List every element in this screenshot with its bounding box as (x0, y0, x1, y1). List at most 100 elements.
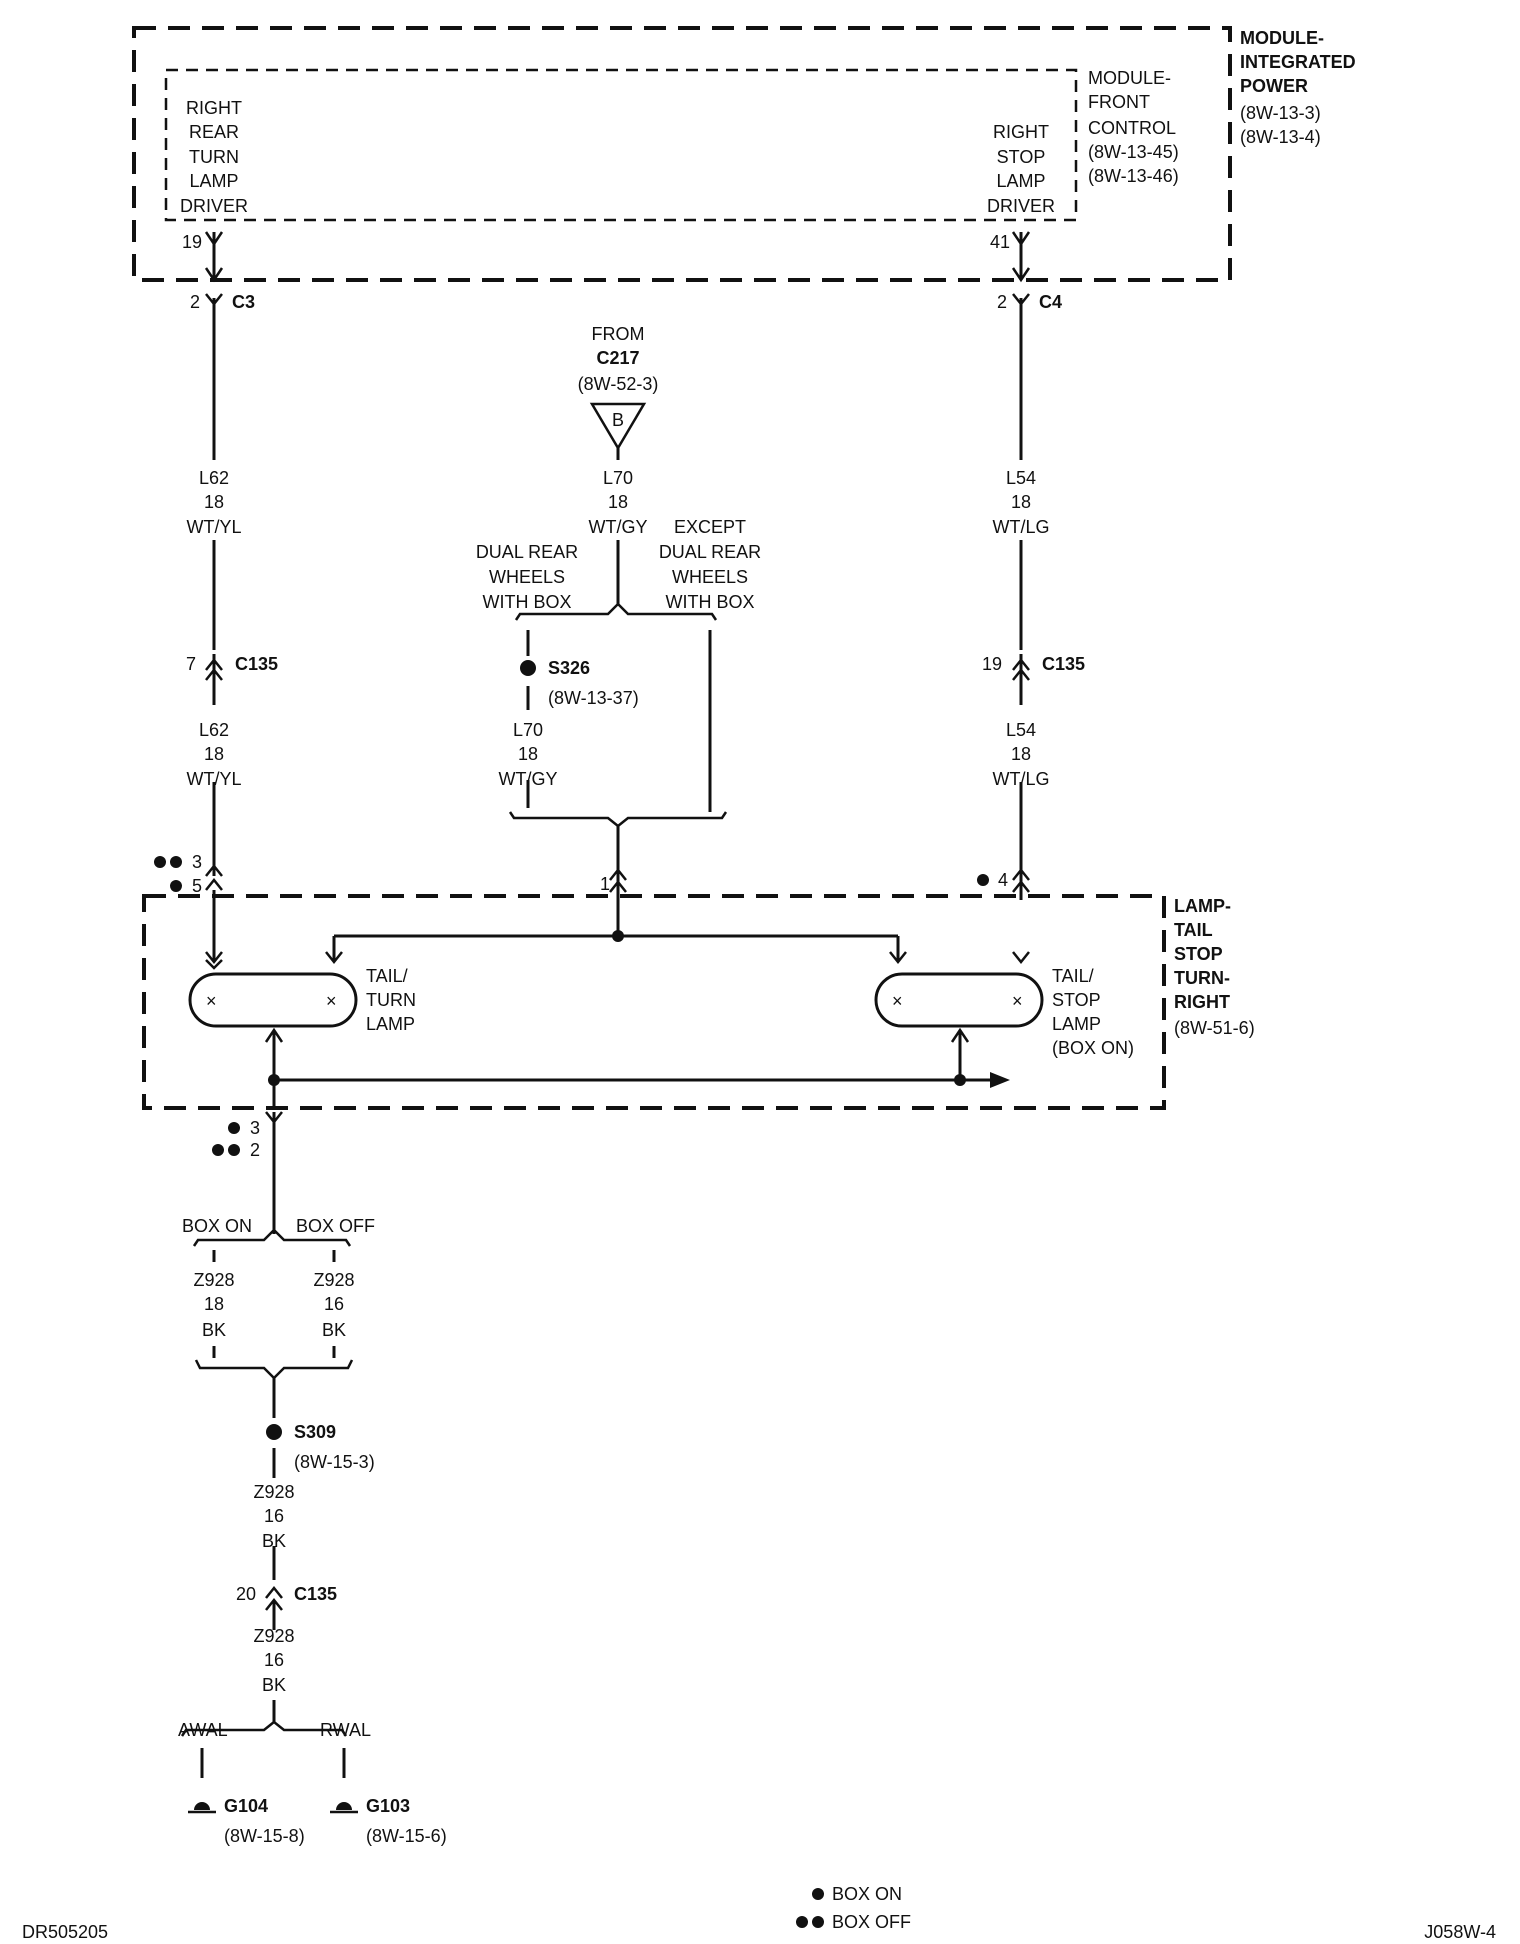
l54-top-label: L54 18 WT/LG (993, 468, 1050, 537)
ipm-title-2: INTEGRATED (1240, 52, 1356, 72)
svg-text:C217: C217 (596, 348, 639, 368)
dual-rear-wheels-label: DUAL REAR WHEELS WITH BOX (476, 542, 578, 612)
ipm-ref-1: (8W-13-3) (1240, 103, 1321, 123)
ipm-module-outline (132, 26, 1232, 282)
svg-text:LAMP: LAMP (366, 1014, 415, 1034)
svg-text:(8W-51-6): (8W-51-6) (1174, 1018, 1255, 1038)
svg-text:18: 18 (608, 492, 628, 512)
l70-bottom-label: L70 18 WT/GY (499, 720, 558, 789)
z928-low-label: Z928 16 BK (253, 1626, 294, 1695)
fcm-module-outline (164, 68, 1078, 222)
fcm-module-label: MODULE- FRONT CONTROL (8W-13-45) (8W-13-… (1088, 68, 1179, 186)
svg-text:DUAL REAR: DUAL REAR (659, 542, 761, 562)
s309-splice: S309 (8W-15-3) (266, 1422, 375, 1472)
c135-ground-label: C135 (294, 1584, 337, 1604)
fcm-ref-1: (8W-13-45) (1088, 142, 1179, 162)
tail-stop-lamp-bulb: × × (874, 972, 1044, 1028)
svg-text:18: 18 (1011, 744, 1031, 764)
z928-box-on-label: Z928 18 BK (193, 1270, 234, 1340)
svg-text:B: B (612, 410, 624, 430)
svg-text:L62: L62 (199, 720, 229, 740)
svg-text:18: 18 (204, 1294, 224, 1314)
l70-top-label: L70 18 WT/GY (589, 468, 648, 537)
svg-text:(8W-15-6): (8W-15-6) (366, 1826, 447, 1846)
svg-text:WITH BOX: WITH BOX (483, 592, 572, 612)
svg-text:WHEELS: WHEELS (672, 567, 748, 587)
svg-text:TURN-: TURN- (1174, 968, 1230, 988)
svg-text:TAIL/: TAIL/ (1052, 966, 1094, 986)
fcm-ref-2: (8W-13-46) (1088, 166, 1179, 186)
svg-text:WITH BOX: WITH BOX (666, 592, 755, 612)
svg-text:WT/LG: WT/LG (993, 769, 1050, 789)
svg-text:WHEELS: WHEELS (489, 567, 565, 587)
left-driver-4: LAMP (189, 171, 238, 191)
svg-text:(8W-52-3): (8W-52-3) (578, 374, 659, 394)
right-driver-3: LAMP (996, 171, 1045, 191)
left-driver-1: RIGHT (186, 98, 242, 118)
svg-text:L70: L70 (513, 720, 543, 740)
svg-text:WT/GY: WT/GY (589, 517, 648, 537)
l54-bottom-label: L54 18 WT/LG (993, 720, 1050, 789)
svg-text:Z928: Z928 (253, 1626, 294, 1646)
except-dual-rear-wheels-label: EXCEPT DUAL REAR WHEELS WITH BOX (659, 517, 761, 612)
middle-lamp-pin: 1 (600, 874, 610, 894)
svg-text:WT/LG: WT/LG (993, 517, 1050, 537)
ipm-ref-2: (8W-13-4) (1240, 127, 1321, 147)
fcm-title-2: FRONT (1088, 92, 1150, 112)
svg-text:LAMP: LAMP (1052, 1014, 1101, 1034)
svg-text:BK: BK (322, 1320, 346, 1340)
ground-pins: 3 2 (212, 1118, 260, 1160)
svg-text:G103: G103 (366, 1796, 410, 1816)
right-driver-label: RIGHT STOP LAMP DRIVER (987, 122, 1055, 216)
left-driver-5: DRIVER (180, 196, 248, 216)
legend: BOX ON BOX OFF (796, 1884, 911, 1932)
legend-box-on: BOX ON (832, 1884, 902, 1904)
c3-pin: 2 (190, 292, 200, 312)
c135-left-label: C135 (235, 654, 278, 674)
right-driver-4: DRIVER (987, 196, 1055, 216)
svg-text:TURN: TURN (366, 990, 416, 1010)
left-module-pin: 19 (182, 232, 202, 252)
tail-turn-lamp-bulb: × × (188, 972, 358, 1028)
svg-text:WT/GY: WT/GY (499, 769, 558, 789)
box-off-label: BOX OFF (296, 1216, 375, 1236)
svg-text:L62: L62 (199, 468, 229, 488)
s326-splice: S326 (8W-13-37) (520, 658, 639, 708)
g103-ground: G103 (8W-15-6) (330, 1796, 447, 1846)
svg-text:DUAL REAR: DUAL REAR (476, 542, 578, 562)
svg-text:L70: L70 (603, 468, 633, 488)
svg-text:WT/YL: WT/YL (186, 517, 241, 537)
svg-text:18: 18 (518, 744, 538, 764)
svg-text:3: 3 (192, 852, 202, 872)
rwal-label: RWAL (320, 1720, 371, 1740)
svg-text:×: × (1012, 991, 1023, 1011)
lamp-internal-wiring (205, 900, 1030, 1108)
svg-text:Z928: Z928 (253, 1482, 294, 1502)
z928-box-off-label: Z928 16 BK (313, 1270, 354, 1340)
ground-circuit-wire (180, 1111, 354, 1778)
svg-text:2: 2 (250, 1140, 260, 1160)
left-driver-3: TURN (189, 147, 239, 167)
svg-text:16: 16 (264, 1650, 284, 1670)
svg-text:(8W-15-8): (8W-15-8) (224, 1826, 305, 1846)
right-driver-1: RIGHT (993, 122, 1049, 142)
c4-label: C4 (1039, 292, 1062, 312)
c135-left-pin: 7 (186, 654, 196, 674)
svg-text:5: 5 (192, 876, 202, 896)
svg-text:(8W-15-3): (8W-15-3) (294, 1452, 375, 1472)
left-circuit-wire (204, 231, 224, 970)
svg-text:16: 16 (324, 1294, 344, 1314)
z928-mid-label: Z928 16 BK (253, 1482, 294, 1551)
svg-text:×: × (892, 991, 903, 1011)
svg-text:(BOX ON): (BOX ON) (1052, 1038, 1134, 1058)
awal-label: AWAL (178, 1720, 228, 1740)
tail-stop-lamp-label: TAIL/ STOP LAMP (BOX ON) (1052, 966, 1134, 1058)
ipm-title-1: MODULE- (1240, 28, 1324, 48)
left-lamp-pins: 3 5 (154, 852, 202, 896)
c135-right-pin: 19 (982, 654, 1002, 674)
legend-box-off: BOX OFF (832, 1912, 911, 1932)
svg-text:LAMP-: LAMP- (1174, 896, 1231, 916)
svg-text:16: 16 (264, 1506, 284, 1526)
svg-text:G104: G104 (224, 1796, 268, 1816)
svg-text:STOP: STOP (1052, 990, 1101, 1010)
